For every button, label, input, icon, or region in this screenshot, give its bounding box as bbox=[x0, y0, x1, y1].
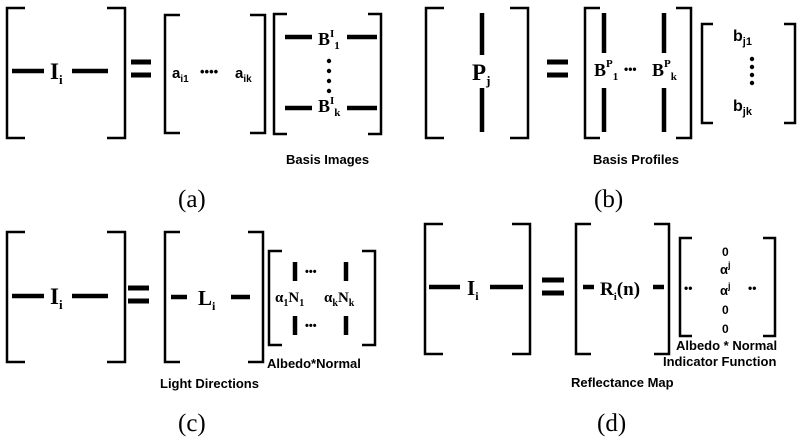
panel-d: Ii Ri(n) •• •• 0 αj αj 0 0 Albedo * Norm… bbox=[423, 222, 777, 437]
panel-b-caption: (b) bbox=[594, 186, 623, 213]
panel-c-lhs-symbol: Ii bbox=[50, 284, 63, 312]
panel-d-reflectance-right-bracket bbox=[654, 222, 671, 356]
panel-d-label-left: Reflectance Map bbox=[571, 375, 674, 390]
panel-c-light-right-bracket bbox=[248, 230, 265, 364]
panel-b-coeff-left-bracket bbox=[700, 22, 713, 125]
panel-d-indicator-right-bracket bbox=[763, 236, 777, 338]
panel-a: Ii ai1 •••• aik BI1 BIk bbox=[5, 6, 383, 213]
panel-b-coeff-bottom: bjk bbox=[733, 98, 753, 118]
panel-d-lhs-symbol: Ii bbox=[467, 276, 479, 303]
panel-c-normal-right-bracket bbox=[362, 249, 377, 347]
panel-c: Ii Li ••• α1N1 αkNk ••• Albedo*Normal Li… bbox=[5, 230, 377, 437]
panel-a-basis-vertical-dots bbox=[326, 58, 332, 94]
panel-b-basis-left-bracket bbox=[583, 6, 600, 140]
panel-b-lhs-right-bracket bbox=[510, 6, 530, 140]
panel-a-label: Basis Images bbox=[286, 152, 369, 167]
panel-b-coeff-vertical-dots bbox=[749, 56, 755, 86]
panel-c-normal-bottom-dots: ••• bbox=[305, 320, 317, 332]
panel-c-light-symbol: Li bbox=[198, 286, 216, 313]
panel-a-coeff-left-bracket bbox=[163, 13, 180, 135]
panel-c-lhs-left-bracket bbox=[5, 230, 25, 364]
panel-c-normal-last: αkNk bbox=[324, 290, 355, 309]
panel-b-lhs-symbol: Pj bbox=[472, 60, 490, 88]
panel-b: Pj BP1 ••• BPk bj1 bjk bbox=[424, 6, 797, 213]
panel-a-coeff-first: ai1 bbox=[172, 65, 189, 85]
panel-d-caption: (d) bbox=[597, 410, 626, 437]
panel-a-coeff-dots: •••• bbox=[200, 64, 219, 79]
panel-d-indicator-left-bracket bbox=[678, 236, 692, 338]
panel-c-light-left-bracket bbox=[163, 230, 180, 364]
panel-d-lhs-right-bracket bbox=[512, 222, 532, 356]
panel-a-equals bbox=[131, 59, 151, 78]
panel-a-basis-bottom: BIk bbox=[318, 95, 341, 119]
panel-c-lhs-right-bracket bbox=[107, 230, 127, 364]
panel-a-coeff-right-bracket bbox=[250, 13, 267, 135]
panel-d-indicator-value: 0 bbox=[722, 245, 729, 259]
panel-d-indicator-value: αj bbox=[720, 281, 731, 298]
panel-a-lhs-symbol: Ii bbox=[50, 59, 63, 87]
panel-b-basis-dots: ••• bbox=[624, 62, 637, 76]
panel-b-label: Basis Profiles bbox=[593, 152, 679, 167]
panel-a-basis-top: BI1 bbox=[318, 28, 340, 52]
panel-d-indicator-value: αj bbox=[720, 260, 731, 277]
panel-b-basis-right-bracket bbox=[676, 6, 693, 140]
panel-d-label-line1: Albedo * Normal bbox=[676, 338, 777, 353]
panel-b-equals bbox=[547, 59, 568, 78]
panel-c-label-left: Light Directions bbox=[160, 376, 259, 391]
panel-a-caption: (a) bbox=[178, 186, 206, 213]
panel-a-lhs-left-bracket bbox=[5, 6, 25, 140]
panel-a-basis-right-bracket bbox=[368, 12, 383, 136]
panel-d-reflectance-left-bracket bbox=[574, 222, 591, 356]
panel-c-label-right: Albedo*Normal bbox=[267, 356, 361, 371]
panel-b-basis-last: BPk bbox=[652, 58, 678, 83]
panel-d-indicator-value: 0 bbox=[722, 322, 729, 336]
panel-c-normal-top-dots: ••• bbox=[305, 266, 317, 278]
panel-d-label-line2: Indicator Function bbox=[663, 354, 776, 369]
panel-d-indicator-value: 0 bbox=[722, 303, 729, 317]
panel-b-coeff-top: bj1 bbox=[733, 28, 752, 48]
panel-c-equals bbox=[128, 285, 149, 304]
panel-a-basis-left-bracket bbox=[272, 12, 287, 136]
panel-c-normal-left-bracket bbox=[267, 249, 282, 347]
panel-a-coeff-last: aik bbox=[235, 65, 252, 85]
panel-a-lhs-right-bracket bbox=[107, 6, 127, 140]
panel-c-caption: (c) bbox=[178, 410, 206, 437]
panel-c-normal-first: α1N1 bbox=[275, 290, 304, 309]
panel-d-equals bbox=[542, 277, 564, 296]
panel-b-lhs-left-bracket bbox=[424, 6, 444, 140]
panel-d-reflectance-symbol: Ri(n) bbox=[600, 279, 640, 303]
panel-d-indicator-left-dots: •• bbox=[684, 281, 692, 295]
panel-d-lhs-left-bracket bbox=[423, 222, 443, 356]
panel-b-coeff-right-bracket bbox=[784, 22, 797, 125]
panel-b-basis-first: BP1 bbox=[594, 58, 618, 83]
panel-d-indicator-right-dots: •• bbox=[748, 281, 756, 295]
